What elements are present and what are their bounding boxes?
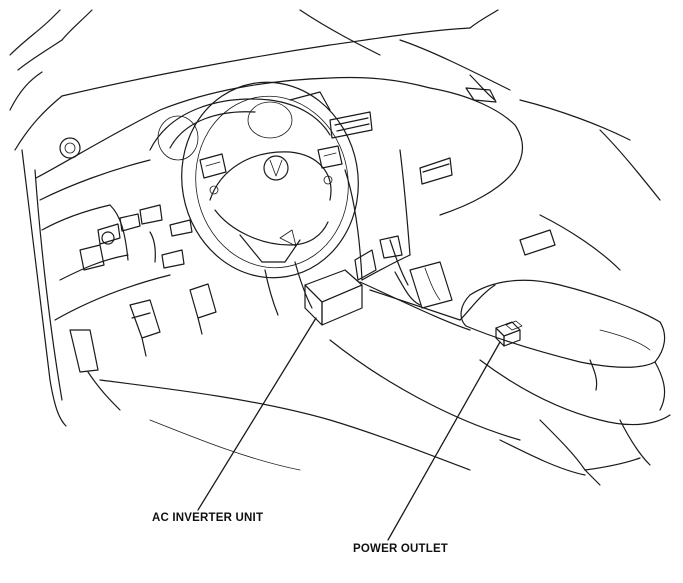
armrest (460, 279, 666, 411)
ac-inverter-unit-label: AC INVERTER UNIT (152, 512, 264, 524)
power-outlet-socket (495, 320, 523, 347)
steering-column (264, 261, 313, 316)
power-outlet-leader-line (387, 341, 501, 541)
driver-door-edge (21, 149, 121, 427)
lower-console (479, 99, 671, 486)
center-console (329, 235, 521, 441)
power-outlet-label: POWER OUTLET (353, 543, 449, 555)
floor (99, 379, 471, 471)
a-pillar (9, 9, 93, 151)
ac-inverter-unit-box (304, 269, 363, 326)
windshield-and-dash-top (61, 9, 511, 103)
dashboard (35, 76, 524, 321)
ac-inverter-leader-line (197, 317, 317, 511)
center-stack (344, 149, 411, 281)
instrument-cluster (149, 91, 331, 161)
pedals (129, 283, 217, 357)
steering-wheel (181, 81, 359, 279)
